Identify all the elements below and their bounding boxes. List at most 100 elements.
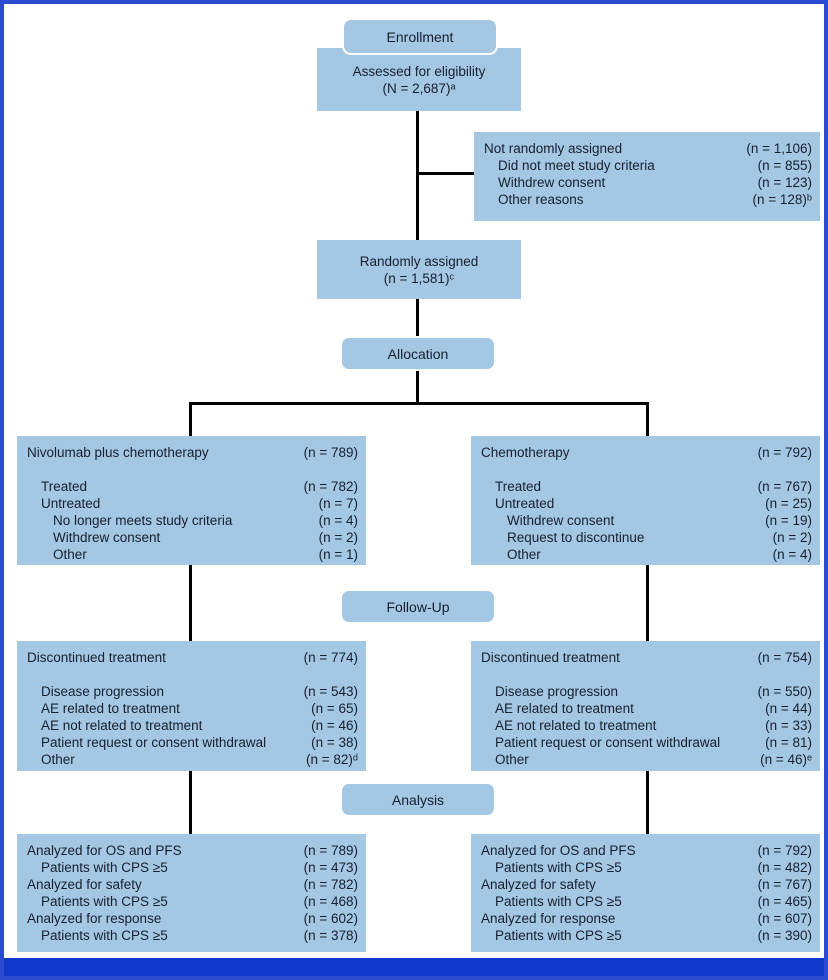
row-value: (n = 550) [757, 684, 812, 699]
analysis-row: Analyzed for safety (n = 782) [27, 876, 358, 893]
row-value: (n = 767) [757, 877, 812, 892]
row-label: Other [507, 547, 541, 562]
row-value: (n = 25) [765, 496, 812, 511]
connector-split-to-left-arm [189, 402, 192, 437]
not-randomized-row: Not randomly assigned (n = 1,106) [484, 140, 812, 157]
row-value: (n = 789) [303, 843, 358, 858]
row-value: (n = 468) [303, 894, 358, 909]
followup-row: Patient request or consent withdrawal (n… [27, 734, 358, 751]
row-value: (n = 607) [757, 911, 812, 926]
row-value: (n = 65) [311, 701, 358, 716]
row-label: Analyzed for response [481, 911, 616, 926]
analysis-row: Patients with CPS ≥5 (n = 378) [27, 927, 358, 944]
assessed-line2: (N = 2,687)ᵃ [382, 80, 456, 96]
arm-row: No longer meets study criteria (n = 4) [27, 512, 358, 529]
row-value: (n = 792) [757, 843, 812, 858]
connector-assessed-to-randomized [416, 110, 419, 241]
stage-label-allocation: Allocation [340, 336, 496, 371]
connector-split-horizontal [189, 402, 649, 405]
analysis-row: Analyzed for safety (n = 767) [481, 876, 812, 893]
connector-allocation-to-split [416, 370, 419, 404]
left-analysis-box: Analyzed for OS and PFS (n = 789) Patien… [17, 834, 366, 952]
row-value: (n = 1,106) [746, 141, 812, 156]
row-label: Patients with CPS ≥5 [41, 894, 168, 909]
row-value: (n = 128)ᵇ [752, 192, 812, 207]
row-value: (n = 774) [303, 650, 358, 665]
row-label: Untreated [41, 496, 101, 511]
row-value: (n = 4) [318, 513, 358, 528]
connector-randomized-to-allocation [416, 298, 419, 337]
analysis-row: Patients with CPS ≥5 (n = 473) [27, 859, 358, 876]
row-value: (n = 2) [318, 530, 358, 545]
row-value: (n = 7) [318, 496, 358, 511]
row-label: Other [495, 752, 529, 767]
row-value: (n = 782) [303, 877, 358, 892]
stage-label-analysis: Analysis [340, 782, 496, 817]
right-arm-box: Chemotherapy (n = 792) Treated (n = 767)… [471, 436, 820, 565]
assessed-for-eligibility-box: Assessed for eligibility (N = 2,687)ᵃ [317, 48, 521, 111]
arm-row: Withdrew consent (n = 19) [481, 512, 812, 529]
row-label: Patients with CPS ≥5 [41, 928, 168, 943]
randomized-line1: Randomly assigned [359, 253, 479, 269]
row-label: Analyzed for safety [27, 877, 142, 892]
analysis-row: Analyzed for OS and PFS (n = 789) [27, 842, 358, 859]
row-label: Nivolumab plus chemotherapy [27, 445, 209, 460]
row-label: Patients with CPS ≥5 [495, 860, 622, 875]
row-label: Disease progression [41, 684, 165, 699]
followup-row: AE not related to treatment (n = 33) [481, 717, 812, 734]
analysis-label-text: Analysis [391, 791, 445, 808]
arm-row: Nivolumab plus chemotherapy (n = 789) [27, 444, 358, 461]
row-value: (n = 855) [757, 158, 812, 173]
row-label: Other [53, 547, 87, 562]
row-value: (n = 754) [757, 650, 812, 665]
row-label: Did not meet study criteria [498, 158, 655, 173]
followup-row: Discontinued treatment (n = 774) [27, 649, 358, 666]
arm-row: Untreated (n = 7) [27, 495, 358, 512]
assessed-line1: Assessed for eligibility [352, 63, 486, 79]
followup-row: Disease progression (n = 543) [27, 683, 358, 700]
randomized-line2: (n = 1,581)ᶜ [383, 270, 455, 286]
row-label: Treated [495, 479, 542, 494]
connector-right-arm-to-followup [646, 564, 649, 642]
row-value: (n = 46) [311, 718, 358, 733]
analysis-row: Patients with CPS ≥5 (n = 468) [27, 893, 358, 910]
row-label: Analyzed for safety [481, 877, 596, 892]
row-value: (n = 482) [757, 860, 812, 875]
row-label: AE not related to treatment [495, 718, 657, 733]
analysis-row: Patients with CPS ≥5 (n = 482) [481, 859, 812, 876]
enrollment-label-text: Enrollment [386, 28, 454, 45]
followup-row: Other (n = 82)ᵈ [27, 751, 358, 768]
row-value: (n = 378) [303, 928, 358, 943]
analysis-row: Analyzed for response (n = 607) [481, 910, 812, 927]
row-label: AE not related to treatment [41, 718, 203, 733]
row-label: Discontinued treatment [27, 650, 166, 665]
row-value: (n = 473) [303, 860, 358, 875]
randomized-box: Randomly assigned (n = 1,581)ᶜ [317, 240, 521, 299]
followup-row: Patient request or consent withdrawal (n… [481, 734, 812, 751]
row-label: Patients with CPS ≥5 [495, 894, 622, 909]
left-arm-box: Nivolumab plus chemotherapy (n = 789) Tr… [17, 436, 366, 565]
followup-row: AE not related to treatment (n = 46) [27, 717, 358, 734]
arm-row: Other (n = 1) [27, 546, 358, 563]
row-label: Disease progression [495, 684, 619, 699]
stage-label-enrollment: Enrollment [342, 18, 498, 55]
row-label: Analyzed for OS and PFS [481, 843, 636, 858]
arm-row: Chemotherapy (n = 792) [481, 444, 812, 461]
row-value: (n = 782) [303, 479, 358, 494]
arm-row: Untreated (n = 25) [481, 495, 812, 512]
connector-left-arm-to-followup [189, 564, 192, 642]
not-randomized-row: Other reasons (n = 128)ᵇ [484, 191, 812, 208]
row-label: Patient request or consent withdrawal [41, 735, 267, 750]
stage-label-follow-up: Follow-Up [340, 589, 496, 624]
row-label: Request to discontinue [507, 530, 645, 545]
row-label: Not randomly assigned [484, 141, 623, 156]
follow-up-label-text: Follow-Up [386, 598, 450, 615]
right-analysis-box: Analyzed for OS and PFS (n = 792) Patien… [471, 834, 820, 952]
arm-row: Withdrew consent (n = 2) [27, 529, 358, 546]
arm-row: Treated (n = 782) [27, 478, 358, 495]
followup-row: AE related to treatment (n = 65) [27, 700, 358, 717]
row-value: (n = 81) [765, 735, 812, 750]
row-label: Withdrew consent [507, 513, 615, 528]
row-label: Withdrew consent [53, 530, 161, 545]
